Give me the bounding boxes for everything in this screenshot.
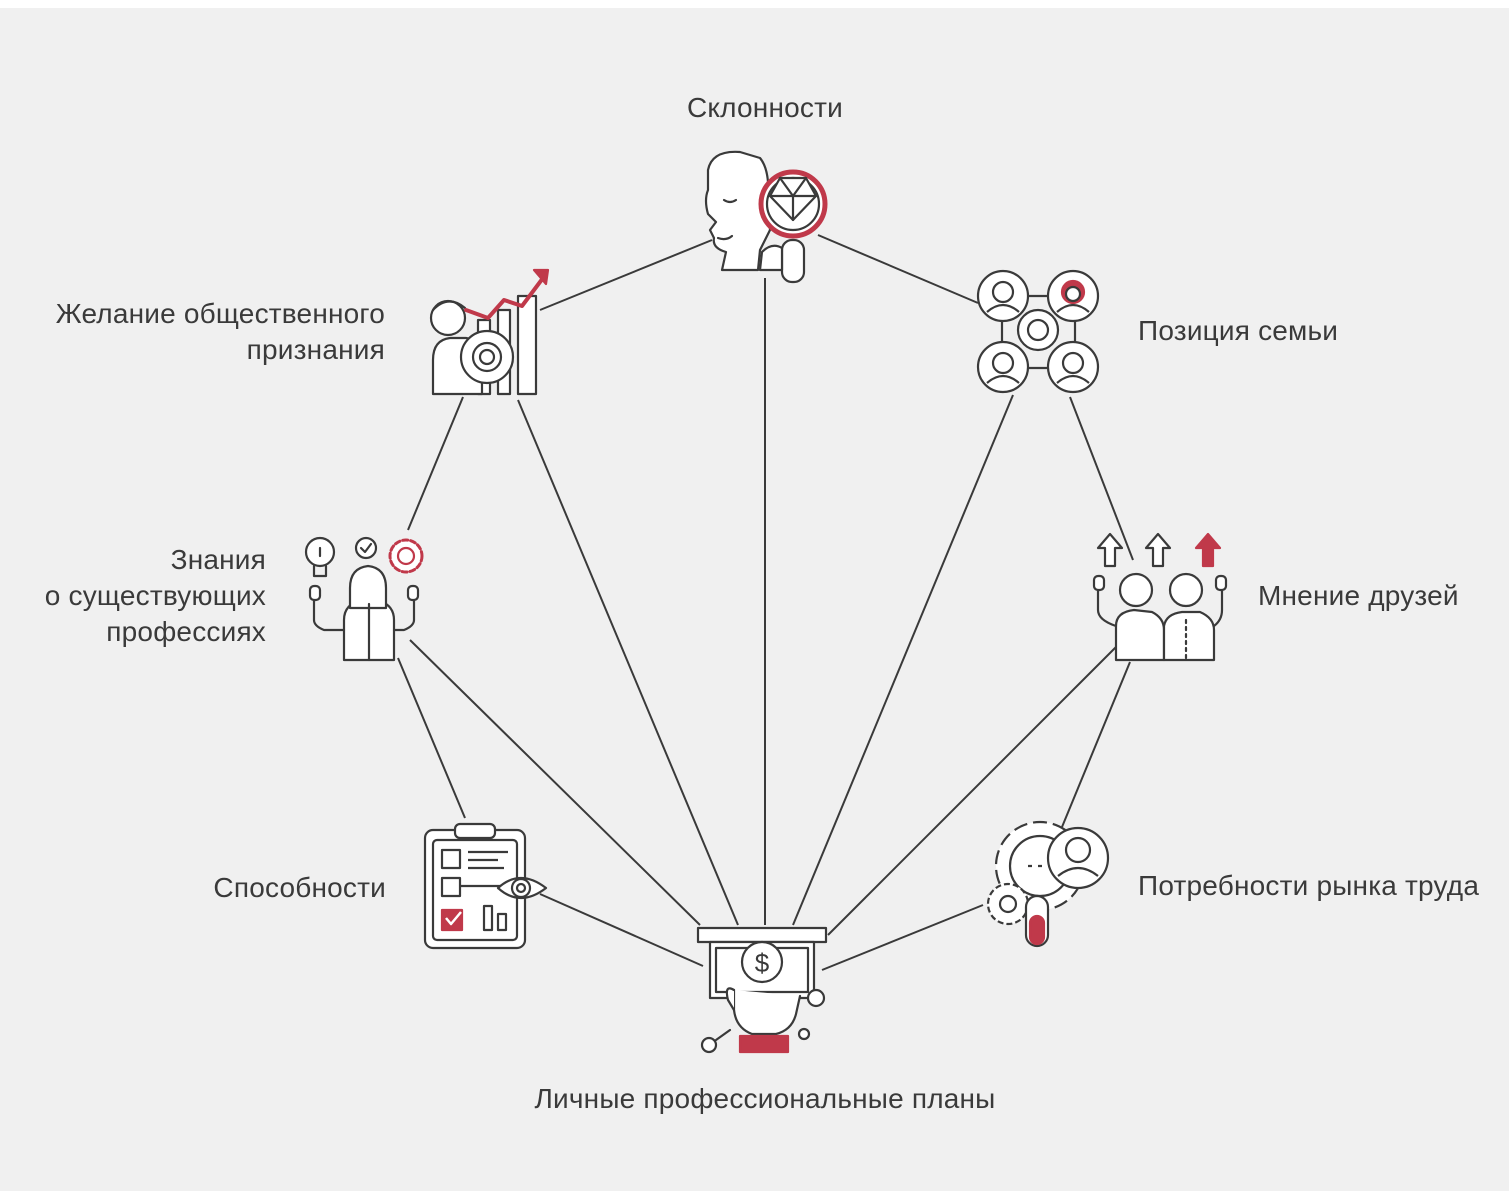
edge-knowledge-abilities	[397, 657, 466, 819]
label-recognition-line-2: признания	[246, 334, 385, 365]
label-abilities: Способности	[213, 872, 386, 903]
label-friends: Мнение друзей	[1258, 580, 1459, 611]
person-gear-growth-chart-icon	[429, 268, 550, 396]
label-recognition: Желание общественного признания	[20, 296, 385, 368]
label-recognition-line-1: Желание общественного	[55, 298, 385, 329]
person-lightbulb-check-gear-icon	[304, 536, 424, 662]
clipboard-checklist-eye-icon	[423, 822, 548, 950]
edge-knowledge-plans	[409, 639, 701, 926]
label-knowledge-line-1: Знания	[170, 544, 266, 575]
person-diamond-magnifier-icon	[704, 150, 828, 284]
label-knowledge-line-3: профессиях	[106, 616, 266, 647]
edge-inclinations-family	[817, 234, 979, 304]
diagram-canvas: $	[304, 150, 1228, 1054]
connector-lines	[397, 234, 1134, 971]
family-network-icon	[976, 269, 1100, 394]
hand-money-banknote-icon: $	[696, 926, 828, 1054]
label-knowledge-line-2: о существующих	[44, 580, 266, 611]
gears-person-thermometer-icon	[986, 820, 1110, 948]
edge-recognition-knowledge	[407, 396, 464, 531]
label-plans: Личные профессиональные планы	[534, 1083, 996, 1114]
svg-text:$: $	[755, 948, 770, 978]
edge-friends-plans	[827, 644, 1119, 936]
edge-friends-market	[1061, 661, 1131, 828]
edge-market-plans	[821, 904, 984, 971]
friends-arrows-up-icon	[1092, 532, 1228, 662]
label-knowledge: Знания о существующих профессиях	[10, 542, 266, 650]
label-family: Позиция семьи	[1138, 315, 1339, 346]
edge-inclinations-recognition	[539, 239, 713, 311]
label-market: Потребности рынка труда	[1138, 870, 1480, 901]
edge-abilities-plans	[539, 893, 704, 967]
edge-family-friends	[1069, 396, 1134, 561]
edge-recognition-plans	[517, 399, 739, 926]
label-inclinations: Склонности	[687, 92, 843, 123]
diagram-panel: $ Склонности Желание общественного призн…	[0, 8, 1509, 1191]
edge-family-plans	[792, 394, 1014, 926]
